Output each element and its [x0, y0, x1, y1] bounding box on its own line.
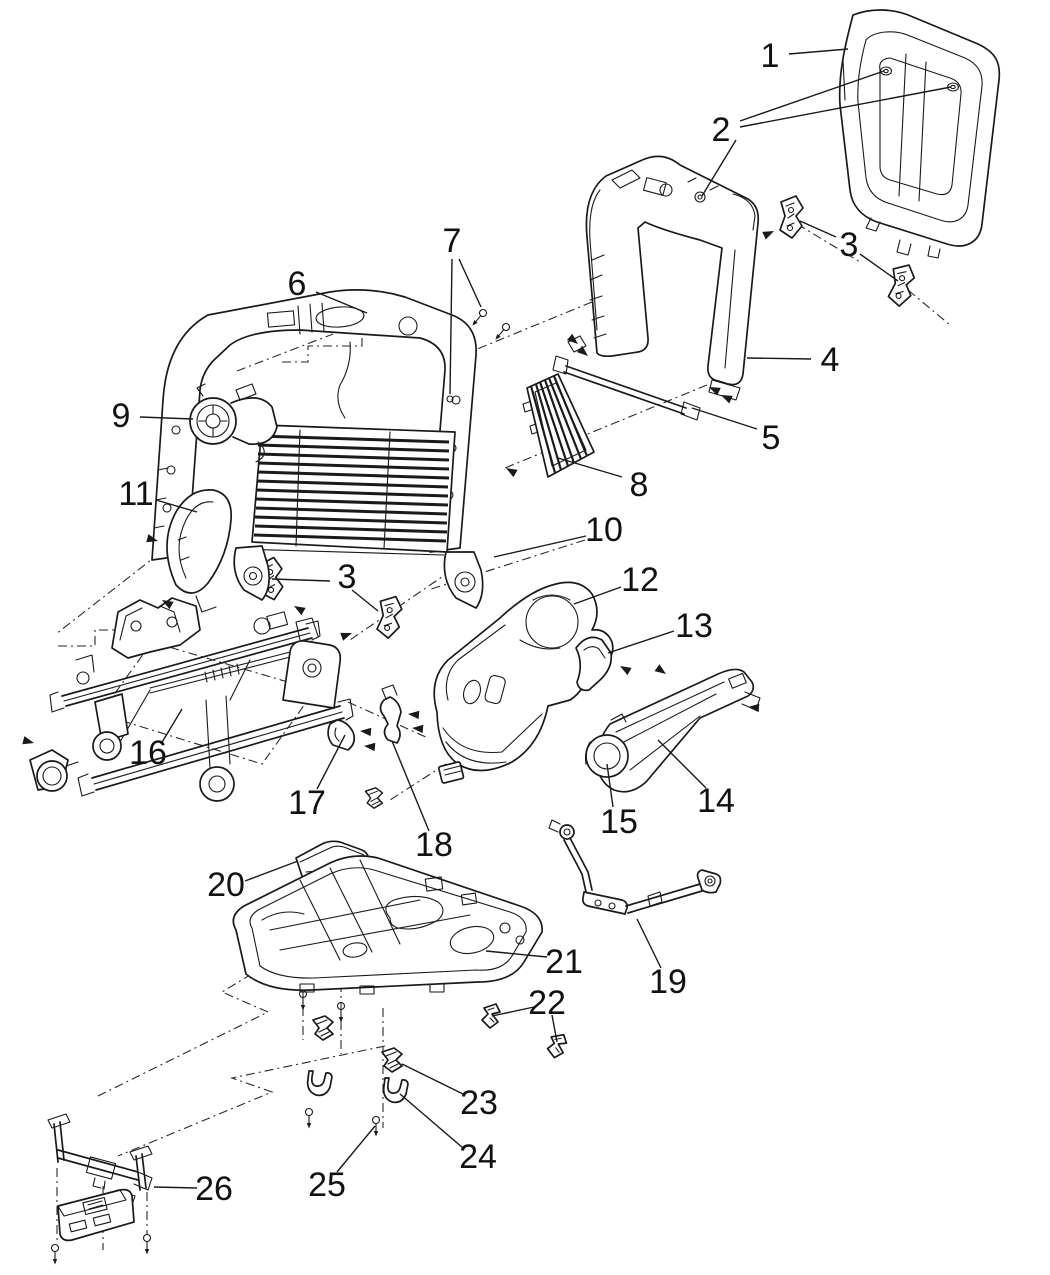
inner-side-shield — [146, 489, 233, 613]
leader-line-1 — [788, 48, 849, 55]
callout-label-25-25: 25 — [308, 1166, 346, 1204]
callout-label-9-8: 9 — [112, 397, 131, 435]
lumbar-grid — [251, 424, 456, 553]
callout-label-10-9: 10 — [585, 511, 623, 549]
callout-label-12-12: 12 — [621, 561, 659, 599]
callout-label-18-18: 18 — [415, 826, 453, 864]
callout-label-8-7: 8 — [630, 466, 649, 504]
outboard-side-shield — [433, 581, 614, 772]
wiring-support-bracket — [548, 819, 722, 915]
leader-line-20 — [244, 860, 299, 882]
leader-line-21 — [485, 950, 548, 958]
leader-line-18 — [391, 740, 430, 832]
callout-label-19-19: 19 — [649, 963, 687, 1001]
leader-line-10 — [493, 535, 587, 558]
leader-line-19 — [636, 918, 662, 969]
leader-line-25 — [336, 1125, 376, 1173]
leader-line-3 — [351, 589, 379, 612]
leader-line-5 — [691, 407, 758, 430]
callout-label-17-17: 17 — [288, 784, 326, 822]
callout-label-13-13: 13 — [675, 607, 713, 645]
leader-line-16 — [160, 708, 183, 745]
callout-label-11-10: 11 — [118, 475, 153, 513]
callout-label-26-26: 26 — [195, 1170, 233, 1208]
seat-adjuster-track — [22, 596, 354, 802]
cross-rod — [552, 333, 733, 421]
callout-label-5-4: 5 — [762, 419, 781, 457]
frame-screws — [446, 307, 512, 403]
callout-label-20-20: 20 — [207, 866, 245, 904]
leader-line-22 — [491, 1006, 535, 1017]
leader-line-9 — [139, 416, 194, 420]
callout-label-24-24: 24 — [459, 1138, 497, 1176]
callout-label-7-6: 7 — [443, 222, 462, 260]
leader-line-4 — [746, 357, 812, 360]
callout-label-1-0: 1 — [761, 37, 780, 75]
callout-label-21-21: 21 — [545, 943, 583, 981]
leader-line-17 — [316, 734, 346, 790]
leader-line-23 — [401, 1063, 466, 1096]
leader-line-7 — [458, 258, 482, 308]
adjuster-knob — [584, 734, 629, 778]
leader-line-12 — [573, 586, 622, 605]
leader-line-14 — [657, 739, 707, 789]
seat-back-panel — [838, 9, 1001, 259]
handle-bezel — [575, 636, 632, 692]
callout-label-14-14: 14 — [697, 782, 735, 820]
leader-line-6 — [315, 291, 368, 314]
leader-line-3 — [271, 578, 331, 582]
leader-line-2 — [739, 70, 885, 122]
leader-line-15 — [606, 763, 614, 808]
pivot-brackets — [256, 195, 917, 641]
support-bracket — [364, 684, 465, 809]
leader-line-24 — [399, 1093, 464, 1149]
leader-line-3 — [859, 253, 899, 282]
outboard-lower-shield — [584, 664, 761, 793]
mount-bracket — [327, 719, 376, 752]
leader-line-7 — [449, 258, 453, 395]
callout-label-6-5: 6 — [288, 265, 307, 303]
leader-line-26 — [153, 1186, 198, 1189]
lumbar-support-mat — [522, 373, 595, 478]
leader-line-2 — [701, 139, 737, 197]
leader-line-22 — [551, 1014, 558, 1043]
recliner-motor — [189, 383, 278, 463]
callout-label-4-3: 4 — [821, 341, 840, 379]
callout-label-3-2: 3 — [840, 226, 859, 264]
leader-line-8 — [557, 457, 623, 478]
callout-label-22-22: 22 — [528, 984, 566, 1022]
wiring-connector — [437, 761, 465, 784]
seat-back-frame-rear — [585, 155, 760, 401]
callout-label-2-1: 2 — [712, 111, 731, 149]
callout-label-15-15: 15 — [600, 803, 638, 841]
callout-label-3-11: 3 — [338, 558, 357, 596]
leader-line-11 — [155, 499, 198, 513]
leader-line-13 — [607, 630, 675, 654]
callout-label-16-16: 16 — [129, 734, 167, 772]
seat-cushion-pan — [232, 855, 543, 995]
leader-line-3 — [799, 220, 837, 238]
seat-module-with-bracket — [47, 1113, 153, 1266]
leader-line-2 — [739, 86, 952, 128]
callout-label-23-23: 23 — [460, 1084, 498, 1122]
